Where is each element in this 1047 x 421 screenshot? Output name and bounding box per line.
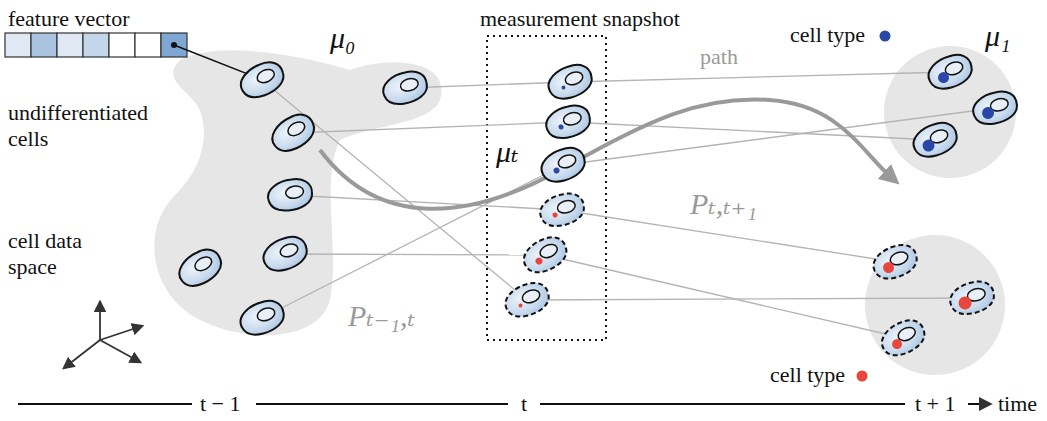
annotation: t + 1 — [915, 391, 956, 417]
annotation: path — [700, 44, 738, 70]
node-heading: measurement snapshot — [480, 6, 680, 32]
cell-link — [262, 80, 527, 300]
snapshot-frame — [487, 36, 606, 340]
snapshot-box: measurement snapshot μₜ — [478, 4, 684, 342]
vector-cell — [31, 33, 57, 57]
cell-link — [405, 82, 570, 88]
cell — [909, 118, 961, 162]
math-symbol: μ₁ — [985, 20, 1011, 52]
node-heading: feature vector — [8, 6, 130, 32]
cell — [947, 278, 998, 319]
annotation: t — [521, 391, 527, 417]
cells — [173, 50, 1020, 361]
cell — [544, 60, 596, 104]
cell — [236, 57, 289, 103]
vector-cell — [5, 33, 31, 57]
vector-cell — [109, 33, 135, 57]
leader-dot — [171, 42, 177, 48]
population-blob — [865, 235, 1005, 375]
annotation: undifferentiated cells — [8, 100, 178, 152]
transport-label: Pₜ,ₜ₊₁ — [690, 188, 757, 220]
cell — [266, 176, 315, 214]
cell-links — [262, 72, 995, 338]
cell — [236, 296, 288, 340]
cell — [380, 68, 431, 109]
cell — [173, 244, 227, 292]
cell — [537, 143, 589, 187]
cell — [869, 240, 921, 284]
cell-link — [285, 254, 545, 255]
math-symbol: μₜ — [496, 136, 518, 168]
cell — [259, 232, 311, 276]
vector-cell — [135, 33, 161, 57]
time-axis — [18, 403, 990, 405]
vector-cell — [83, 33, 109, 57]
cell — [970, 88, 1021, 129]
annotation: cell type — [770, 362, 845, 388]
annotation: time — [998, 391, 1037, 417]
cell — [266, 109, 320, 157]
cell-link — [545, 255, 903, 338]
cell — [501, 278, 553, 322]
population-region: μ₁ — [880, 18, 1020, 182]
cell — [877, 315, 930, 361]
cell — [543, 102, 594, 143]
annotation: cell type — [790, 22, 865, 48]
cell-link — [527, 298, 972, 300]
annotation: t − 1 — [200, 391, 241, 417]
vector-cell — [57, 33, 83, 57]
cell-type-dot — [880, 31, 891, 42]
cell — [537, 190, 588, 231]
vector-cell — [161, 33, 187, 57]
cell-link — [563, 108, 995, 165]
path-arrow — [320, 99, 892, 208]
axes-symbol — [64, 302, 142, 368]
annotation: cell data space — [8, 228, 118, 280]
transport-label: Pₜ₋₁,ₜ — [348, 300, 415, 332]
feature-vector — [5, 33, 261, 81]
feature-vector-box: feature vector — [5, 4, 190, 60]
cell-link — [570, 72, 950, 82]
math-symbol: μ₀ — [330, 22, 356, 54]
cell — [924, 50, 976, 94]
cell-link — [293, 122, 568, 133]
cell — [519, 232, 572, 278]
cell-type-dot — [857, 371, 868, 382]
